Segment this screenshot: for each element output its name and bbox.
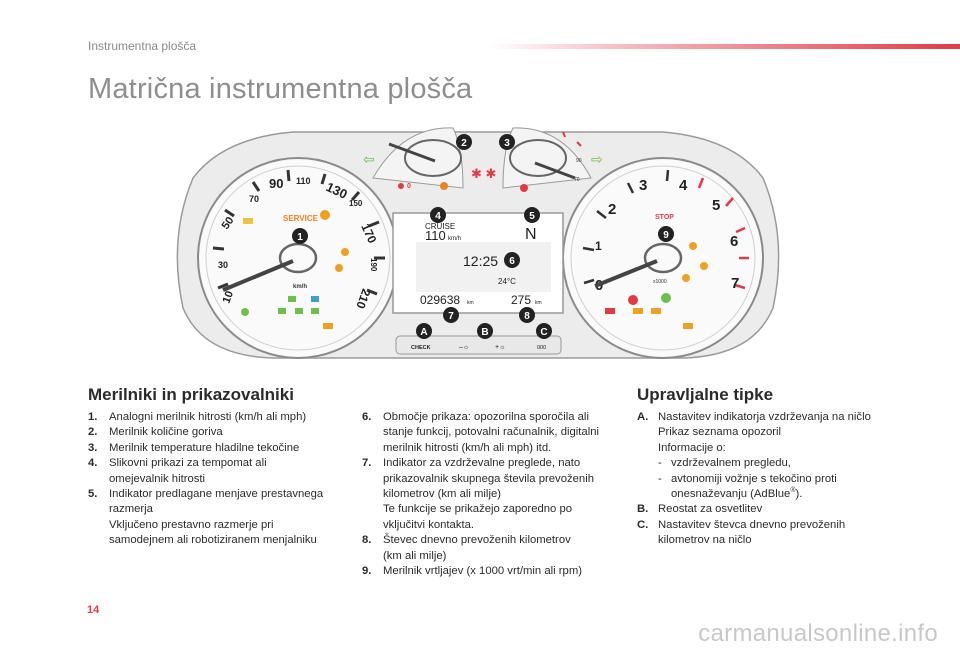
display-cruise-speed: 110 — [425, 228, 446, 243]
svg-text:1: 1 — [595, 239, 602, 253]
list-item: 2.Merilnik količine goriva — [88, 426, 223, 439]
service-warning-label: SERVICE — [283, 214, 319, 223]
instrument-cluster-illustration: 10 30 50 70 90 110 130 150 170 190 210 S… — [163, 118, 793, 363]
speedometer-gauge: 10 30 50 70 90 110 130 150 170 190 210 S… — [197, 157, 399, 359]
svg-text:7: 7 — [731, 275, 739, 292]
svg-text:110: 110 — [296, 176, 311, 186]
display-clock: 12:25 — [463, 253, 498, 269]
svg-text:3: 3 — [639, 177, 647, 194]
watermark: carmanualsonline.info — [698, 620, 938, 647]
gauges-heading: Merilniki in prikazovalniki — [88, 385, 294, 404]
list-item: 3.Merilnik temperature hladilne tekočine — [88, 441, 300, 454]
callout-6: 6 — [509, 256, 515, 267]
list-item: 1.Analogni merilnik hitrosti (km/h ali m… — [88, 411, 307, 423]
tachometer-gauge: 0 1 2 3 4 5 6 7 STOP x1000 — [562, 157, 764, 359]
list-item: 9.Merilnik vrtljajev (x 1000 vrt/min ali… — [362, 565, 582, 578]
callout-7: 7 — [448, 311, 454, 322]
dimmer-minus-label: –☼ — [459, 344, 469, 351]
svg-text:4: 4 — [679, 177, 688, 194]
svg-text:2: 2 — [608, 201, 616, 218]
controls-heading: Upravljalne tipke — [637, 385, 774, 404]
callout-a: A — [420, 327, 427, 338]
svg-text:⇨: ⇨ — [591, 151, 603, 167]
page-number: 14 — [87, 604, 100, 616]
callout-5: 5 — [529, 211, 535, 222]
callout-8: 8 — [524, 311, 530, 322]
callout-b: B — [481, 327, 488, 338]
display-cruise-unit: km/h — [448, 236, 461, 242]
right-column: A. Nastavitev indikatorja vzdrževanja na… — [637, 410, 907, 549]
control-item-a: A. Nastavitev indikatorja vzdrževanja na… — [637, 411, 871, 501]
rpm-unit-label: x1000 — [653, 279, 667, 285]
display-trip: 275 — [511, 293, 531, 307]
svg-text:5: 5 — [712, 197, 720, 214]
left-column: 1.Analogni merilnik hitrosti (km/h ali m… — [88, 410, 348, 549]
callout-9: 9 — [663, 230, 669, 241]
temp-tick-70: 70 — [574, 177, 580, 183]
callout-3: 3 — [504, 138, 510, 149]
dimmer-plus-label: +☼ — [495, 344, 506, 351]
central-display: CRUISE 110 km/h N 12:25 24°C 029638 km 2… — [392, 212, 564, 314]
callout-4: 4 — [435, 211, 441, 222]
svg-text:210: 210 — [353, 287, 373, 311]
list-item: 5.Indikator predlagane menjave prestavne… — [88, 488, 324, 547]
svg-text:⇦: ⇦ — [363, 151, 375, 167]
svg-text:190: 190 — [369, 258, 378, 272]
display-odometer: 029638 — [420, 293, 460, 307]
section-label: Instrumentna plošča — [88, 39, 197, 53]
header-accent-bar — [490, 44, 960, 49]
callout-2: 2 — [461, 138, 467, 149]
svg-text:30: 30 — [218, 260, 228, 270]
check-button-label: CHECK — [411, 345, 431, 351]
display-temperature: 24°C — [498, 277, 516, 286]
svg-text:50: 50 — [220, 215, 237, 232]
svg-text:90: 90 — [269, 176, 283, 191]
svg-text:70: 70 — [249, 194, 259, 204]
display-cruise-label: CRUISE — [425, 222, 455, 231]
page-title: Matrična instrumentna plošča — [88, 73, 473, 105]
display-odometer-unit: km — [467, 300, 474, 306]
middle-column: 6.Območje prikaza: opozorilna sporočila … — [362, 410, 624, 579]
svg-text:150: 150 — [349, 199, 363, 208]
fuel-empty-mark: 0 — [407, 183, 411, 190]
reset-button-label: 000 — [537, 345, 546, 351]
svg-text:10: 10 — [221, 289, 236, 305]
control-item-b: B. Reostat za osvetlitev — [637, 503, 763, 516]
display-trip-unit: km — [535, 300, 542, 306]
list-item: 8.Števec dnevno prevoženih kilometrov(km… — [362, 534, 571, 562]
callout-c: C — [540, 327, 547, 338]
list-item: 7.Indikator za vzdrževalne preglede, nat… — [362, 457, 594, 531]
display-gear: N — [525, 226, 537, 243]
svg-text:6: 6 — [730, 233, 738, 250]
speed-unit-label: km/h — [293, 284, 307, 290]
callout-1: 1 — [297, 232, 303, 243]
stop-warning-label: STOP — [655, 214, 674, 221]
temp-tick-90: 90 — [576, 158, 582, 164]
control-buttons: CHECK –☼ +☼ 000 — [395, 335, 562, 355]
svg-text:✱ ✱: ✱ ✱ — [471, 166, 497, 181]
list-item: 6.Območje prikaza: opozorilna sporočila … — [362, 411, 600, 454]
